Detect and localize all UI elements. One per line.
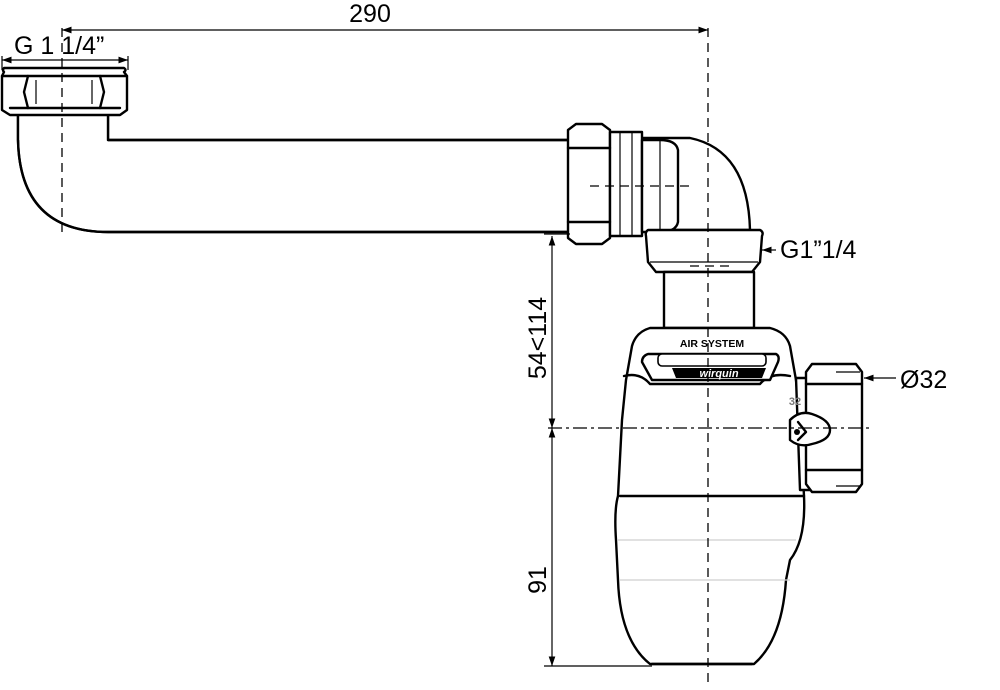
dim-adjust-range-text: 54<114 [524,297,552,379]
outlet-nut [644,228,764,274]
dim-trap-depth [544,428,652,667]
dim-outlet-diameter-text: Ø32 [900,366,947,394]
size-mark: 32 [789,396,801,408]
dim-inlet-thread-text: G 1 1/4” [14,32,104,60]
dim-adjust-range [544,233,570,428]
dim-overall-length-text: 290 [349,0,391,28]
dim-inlet-thread [1,56,129,70]
brand-label: wirquin [699,368,738,380]
vertical-tube [662,270,756,330]
bottle-body: AIR SYSTEM wirquin [614,326,806,666]
dim-trap-depth-text: 91 [524,566,552,594]
dim-outlet-thread-text: G1”1/4 [780,236,857,264]
elbow-coupling [566,122,752,246]
inlet-nut [0,66,129,117]
air-system-label: AIR SYSTEM [680,338,744,350]
horizontal-pipe [16,110,572,234]
